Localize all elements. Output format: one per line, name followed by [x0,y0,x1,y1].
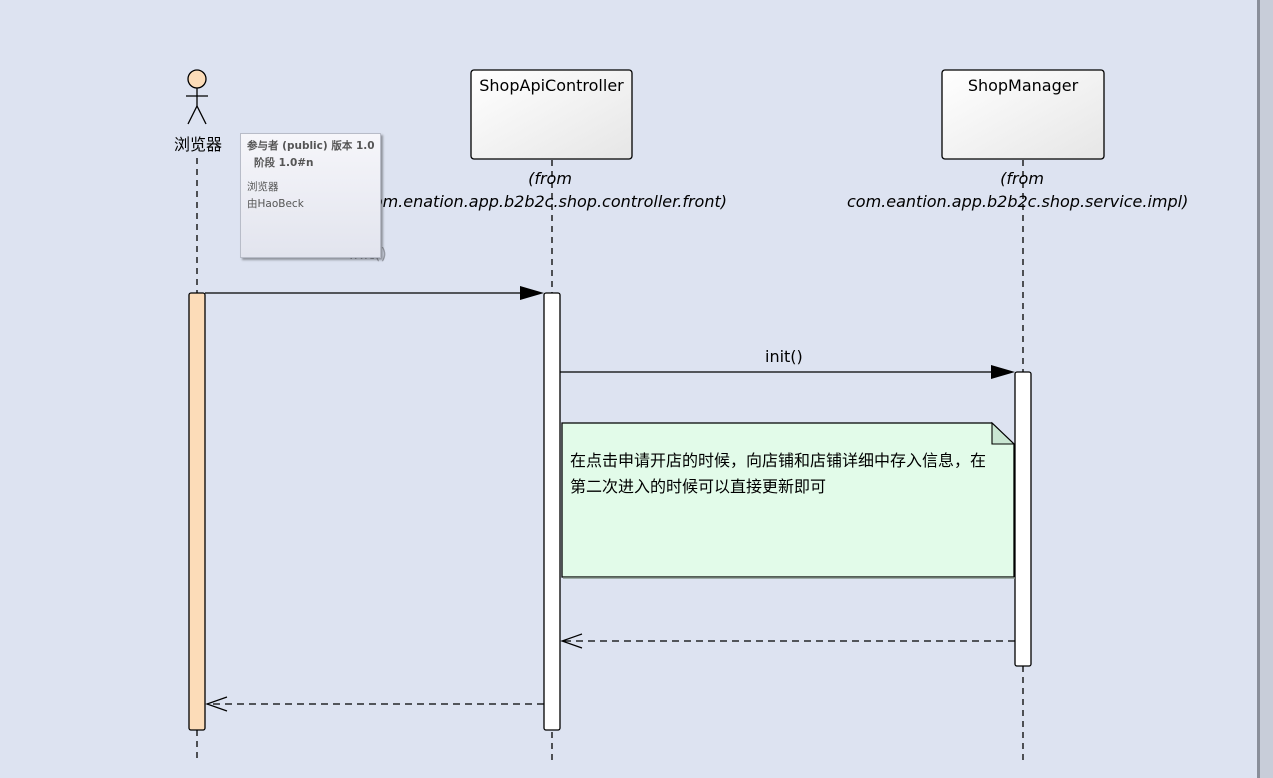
shopmanager-package: com.eantion.app.b2b2c.shop.service.impl) [847,192,1189,211]
actor-name: 浏览器 [173,135,222,154]
shopapicontroller-package: com.enation.app.b2b2c.shop.controller.fr… [364,192,727,211]
tooltip-line-2: 阶段 1.0#n [254,157,314,169]
actor-tooltip: 参与者 (public) 版本 1.0 阶段 1.0#n 浏览器 由HaoBec… [240,133,381,258]
note-text: 在点击申请开店的时候，向店铺和店铺详细中存入信息，在第二次进入的时候可以直接更新… [570,451,987,496]
return-message-2[interactable] [205,696,544,712]
shopmanager-activation-bar[interactable] [1014,371,1032,667]
shopapicontroller-from-label: (from [528,169,572,188]
shopapicontroller-title: ShopApiController [479,76,624,95]
shopmanager-title: ShopManager [967,76,1079,95]
return-message-1[interactable] [560,633,1015,649]
tooltip-line-4: 由HaoBeck [247,198,304,210]
shopapicontroller-box[interactable] [470,69,633,160]
shopmanager-box[interactable] [941,69,1105,160]
actor-icon[interactable] [186,69,208,125]
tooltip-line-3: 浏览器 [247,181,279,193]
message-init-2-label: init() [765,347,803,366]
message-init-2[interactable] [560,365,1015,379]
message-init-1[interactable] [205,286,544,300]
actor-activation-bar[interactable] [188,292,206,731]
shopapicontroller-activation-bar[interactable] [543,292,561,731]
tooltip-line-1: 参与者 (public) 版本 1.0 [247,140,375,152]
shopmanager-from-label: (from [1000,169,1044,188]
note-box[interactable] [561,421,1016,579]
window-right-edge [1257,0,1273,778]
